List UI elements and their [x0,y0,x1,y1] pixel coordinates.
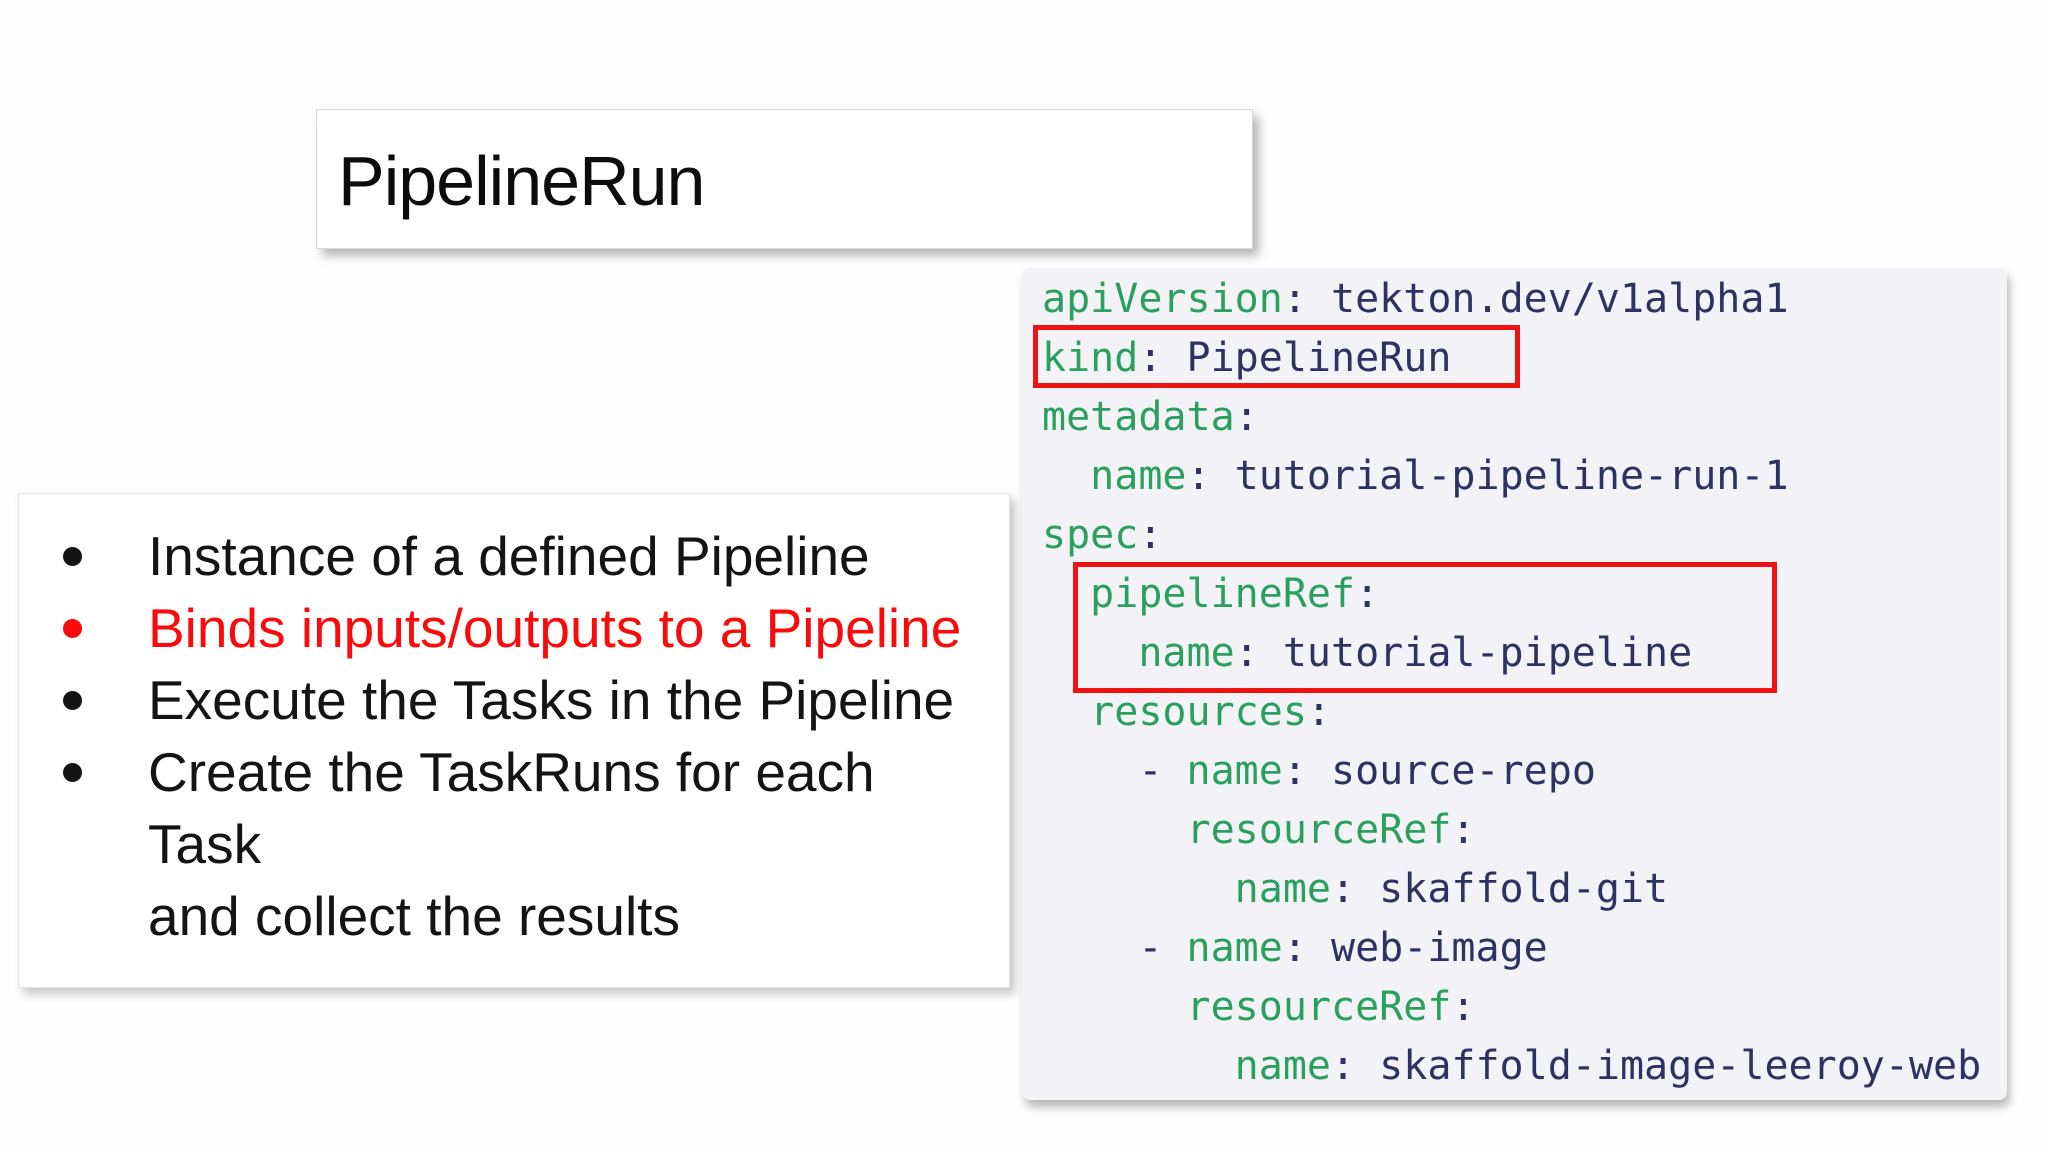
yaml-value: : [1451,807,1476,853]
list-item: Instance of a defined Pipeline [19,520,1009,592]
bullet-dot-icon [63,691,82,710]
yaml-value: : PipelineRun [1138,335,1452,381]
code-line: - name: web-image [1042,925,1548,971]
bullet-dot-icon [63,547,82,566]
yaml-key: name [1138,630,1235,676]
yaml-key: resourceRef [1186,807,1452,853]
yaml-key: spec [1042,512,1139,558]
yaml-key: pipelineRef [1090,571,1356,617]
list-item: Create the TaskRuns for each Task and col… [19,736,1009,952]
yaml-key: apiVersion [1042,276,1283,322]
yaml-value: : [1451,984,1476,1030]
bullet-text: Instance of a defined Pipeline [148,525,870,587]
yaml-key: name [1186,925,1283,971]
yaml-value: : source-repo [1282,748,1596,794]
yaml-value: : [1234,394,1259,440]
bullet-dot-icon [63,619,82,638]
code-line: spec: [1042,506,2007,565]
code-line: name: tutorial-pipeline-run-1 [1042,447,2007,506]
list-item: Binds inputs/outputs to a Pipeline [19,592,1009,664]
yaml-value: : skaffold-image-leeroy-web [1330,1043,1982,1089]
bullet-text: Binds inputs/outputs to a Pipeline [148,597,962,659]
yaml-key: name [1234,866,1331,912]
code-line: - name: source-repo [1042,748,1596,794]
yaml-value: : skaffold-git [1330,866,1669,912]
yaml-value: : tutorial-pipeline [1234,630,1693,676]
code-line: kind: PipelineRun [1042,329,2007,388]
code-line: name: skaffold-git [1042,860,2007,919]
yaml-key: kind [1042,335,1139,381]
bullet-dot-icon [63,763,82,782]
yaml-key: resourceRef [1186,984,1452,1030]
yaml-key: name [1090,453,1187,499]
yaml-key: name [1234,1043,1331,1089]
code-line: metadata: [1042,388,2007,447]
code-line: name: skaffold-image-leeroy-web [1042,1037,2007,1096]
yaml-value: : [1355,571,1380,617]
code-line: resourceRef: [1042,801,2007,860]
yaml-value: : web-image [1282,925,1548,971]
code-line: resources: [1042,683,2007,742]
code-line: resourceRef: [1042,978,2007,1037]
yaml-key: name [1186,748,1283,794]
yaml-key: metadata [1042,394,1235,440]
code-line: name: tutorial-pipeline [1042,624,2007,683]
bullet-text: and collect the results [148,885,680,947]
yaml-value: : tekton.dev/v1alpha1 [1282,276,1789,322]
yaml-value: : tutorial-pipeline-run-1 [1186,453,1789,499]
list-item: Execute the Tasks in the Pipeline [19,664,1009,736]
bullet-text: Execute the Tasks in the Pipeline [148,669,955,731]
bullet-text: Create the TaskRuns for each Task [148,741,875,875]
code-line: pipelineRef: [1042,565,2007,624]
yaml-key: resources [1090,689,1307,735]
yaml-value: : [1138,512,1163,558]
title-card: PipelineRun [316,109,1253,249]
code-line: apiVersion: tekton.dev/v1alpha1 [1042,270,2007,329]
page-title: PipelineRun [338,142,705,220]
yaml-value: : [1306,689,1332,735]
